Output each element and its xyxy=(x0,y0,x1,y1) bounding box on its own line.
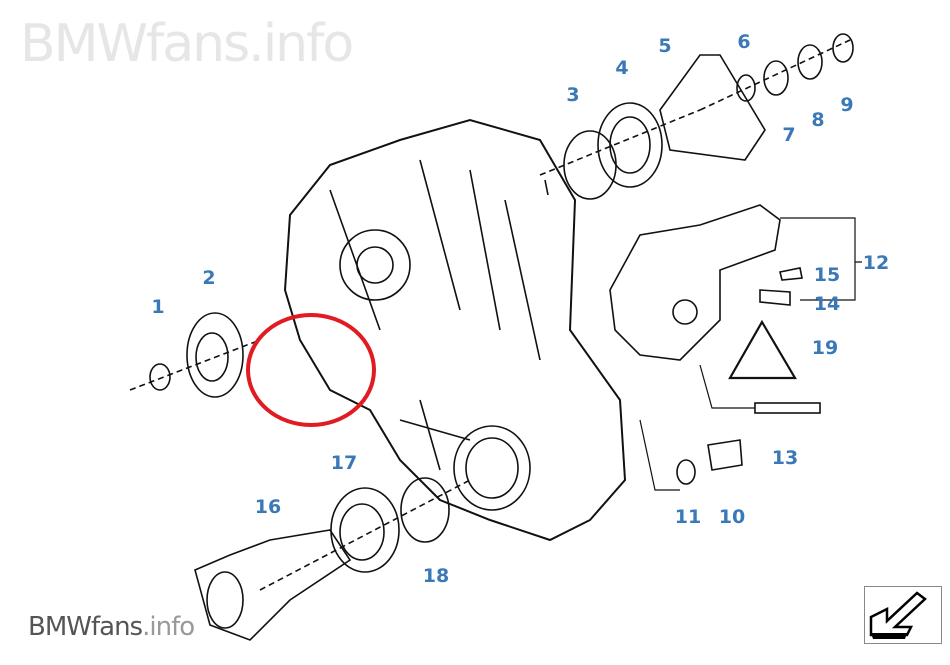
part-18-ring xyxy=(400,477,450,543)
part-13-bolt xyxy=(754,402,821,414)
part-17-seal xyxy=(330,487,400,573)
part-label-15[interactable]: 15 xyxy=(813,264,841,286)
part-label-14[interactable]: 14 xyxy=(813,293,841,315)
part-label-1[interactable]: 1 xyxy=(151,296,165,318)
part-label-4[interactable]: 4 xyxy=(615,57,629,79)
part-label-19[interactable]: 19 xyxy=(811,337,839,359)
part-15-sensor xyxy=(779,267,803,281)
part-label-2[interactable]: 2 xyxy=(202,267,216,289)
part-label-12[interactable]: 12 xyxy=(862,252,890,274)
part-label-6[interactable]: 6 xyxy=(737,31,751,53)
part-label-9[interactable]: 9 xyxy=(840,94,854,116)
part-16-output-flange xyxy=(194,529,352,641)
part-11-ring xyxy=(676,459,696,485)
part-14-bracket xyxy=(759,289,791,306)
part-2-seal xyxy=(186,312,244,398)
part-label-8[interactable]: 8 xyxy=(811,109,825,131)
part-6-ring xyxy=(736,74,756,102)
part-8-ring xyxy=(797,44,823,80)
part-10-plug xyxy=(707,439,743,471)
part-label-16[interactable]: 16 xyxy=(254,496,282,518)
part-label-18[interactable]: 18 xyxy=(422,565,450,587)
part-label-13[interactable]: 13 xyxy=(771,447,799,469)
part-label-10[interactable]: 10 xyxy=(718,506,746,528)
part-label-17[interactable]: 17 xyxy=(330,452,358,474)
part-label-11[interactable]: 11 xyxy=(674,506,702,528)
part-19-warning-label xyxy=(728,319,797,380)
part-12-actuator xyxy=(609,204,781,361)
part-4-seal xyxy=(597,102,663,188)
highlight-circle xyxy=(246,313,376,427)
part-label-7[interactable]: 7 xyxy=(782,124,796,146)
part-5-flange xyxy=(659,54,766,161)
transfer-case-housing xyxy=(283,118,627,542)
part-label-5[interactable]: 5 xyxy=(658,35,672,57)
watermark-top: BMWfans.info xyxy=(20,14,354,74)
part-7-washer xyxy=(763,60,789,96)
back-button[interactable] xyxy=(864,586,942,644)
part-3-ring xyxy=(563,130,617,200)
watermark-bottom: BMWfans.info xyxy=(28,612,195,642)
arrow-back-down-left-icon xyxy=(869,591,927,639)
part-label-3[interactable]: 3 xyxy=(566,84,580,106)
part-9-circlip xyxy=(832,33,854,63)
part-1-circlip xyxy=(149,363,171,391)
